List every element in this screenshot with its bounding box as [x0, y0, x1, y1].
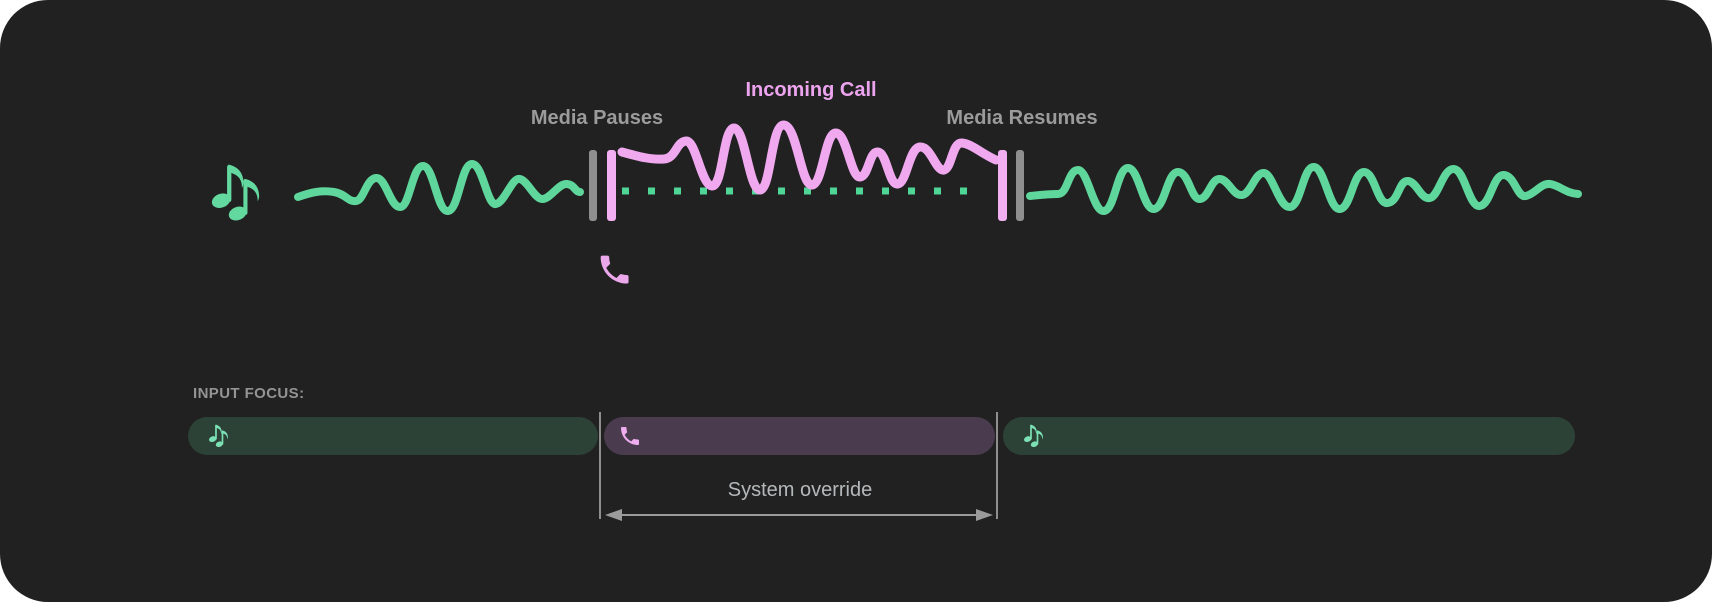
media-wave-after [1026, 163, 1582, 215]
resume-barrier-pink [998, 150, 1007, 221]
input-focus-label: INPUT FOCUS: [193, 385, 305, 402]
focus-segment-call [604, 417, 995, 455]
media-wave-before [294, 159, 584, 215]
timeline-graphic [0, 120, 1582, 284]
override-guide-right [996, 412, 998, 519]
incoming-call-label: Incoming Call [745, 79, 877, 101]
music-notes-icon [1024, 424, 1045, 449]
media-pauses-label: Media Pauses [530, 107, 664, 129]
phone-icon [600, 255, 629, 284]
system-override-label: System override [727, 479, 873, 501]
call-wave [617, 120, 1001, 195]
pause-barrier-pink [607, 150, 616, 221]
music-notes-icon [209, 424, 230, 449]
focus-segment-media-2 [1003, 417, 1575, 455]
focus-segment-media-1 [188, 417, 598, 455]
phone-icon [621, 427, 639, 445]
music-notes-icon [210, 165, 259, 223]
override-guide-left [599, 412, 601, 519]
pause-barrier-gray [589, 150, 597, 221]
media-resumes-label: Media Resumes [946, 107, 1098, 129]
system-override-arrow [605, 509, 993, 521]
resume-barrier-gray [1016, 150, 1024, 221]
